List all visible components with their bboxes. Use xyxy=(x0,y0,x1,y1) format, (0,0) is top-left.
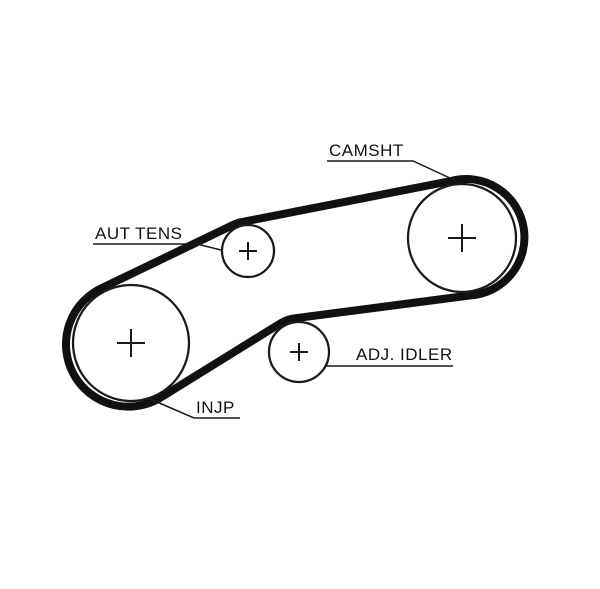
aut-tens-leader-line xyxy=(93,243,222,251)
injp-center-cross-icon xyxy=(117,329,145,357)
camsht-leader-line xyxy=(327,160,466,186)
timing-belt xyxy=(62,175,529,411)
adj-idler-center-cross-icon xyxy=(290,343,308,361)
camsht-center-cross-icon xyxy=(448,224,476,252)
adj-idler-label: ADJ. IDLER xyxy=(356,345,453,364)
aut-tens-center-cross-icon xyxy=(239,242,257,260)
injp-label: INJP xyxy=(196,398,235,417)
aut-tens-label: AUT TENS xyxy=(95,224,182,243)
camsht-label: CAMSHT xyxy=(329,141,404,160)
injp-leader-line xyxy=(149,398,240,419)
